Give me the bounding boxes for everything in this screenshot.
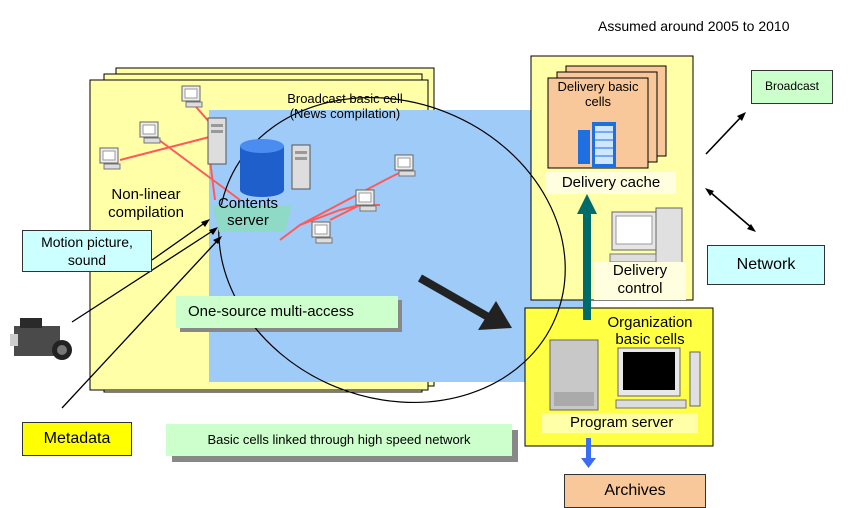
contents-server-label: Contents server: [206, 195, 290, 229]
computer-icon: [355, 189, 377, 212]
archive-arrow: [581, 438, 596, 468]
delivery-cells-line2: cells: [584, 94, 611, 109]
delivery-cache-label: Delivery cache: [546, 172, 676, 194]
one-source-ellipse: [218, 96, 566, 404]
broadcast-output-box: Broadcast: [751, 70, 833, 104]
one-source-label: One-source multi-access: [176, 296, 398, 328]
computer-icon: [181, 85, 203, 108]
motion-line1: Motion picture,: [41, 234, 133, 250]
delivery-cells-line1: Delivery basic: [557, 79, 639, 94]
nonlinear-line2: compilation: [108, 204, 184, 221]
organization-line2: basic cells: [615, 331, 685, 348]
organization-line1: Organization: [607, 314, 693, 331]
computer-icon: [311, 221, 333, 244]
broadcast-cell-title-line2: (News compilation): [289, 106, 401, 121]
delivery-control-line2: control: [617, 280, 663, 297]
external-arrows: [705, 112, 756, 232]
network-output-box: Network: [707, 245, 825, 285]
high-speed-network-label: Basic cells linked through high speed ne…: [166, 424, 512, 456]
input-arrows: [61, 219, 222, 409]
delivery-control-line1: Delivery: [612, 262, 668, 279]
contents-line1: Contents: [217, 195, 279, 212]
delivery-cells-label: Delivery basic cells: [552, 79, 644, 109]
computer-icon: [139, 121, 161, 144]
assumption-note: Assumed around 2005 to 2010: [598, 18, 790, 34]
database-cylinder-icon: [212, 139, 292, 232]
server-tower-icon: [207, 117, 227, 165]
video-camera-icon: [10, 318, 72, 360]
nonlinear-line1: Non-linear: [111, 186, 181, 203]
delivery-upload-arrow: [577, 194, 597, 320]
access-arrow: [418, 274, 512, 330]
contents-line2: server: [227, 212, 269, 229]
server-tower-icon: [291, 144, 311, 190]
server-rack-icon: [578, 122, 616, 168]
archives-box: Archives: [564, 474, 706, 508]
program-server-label: Program server: [542, 413, 698, 433]
computer-icon: [394, 154, 416, 177]
broadcast-cell-title-line1: Broadcast basic cell: [287, 91, 403, 106]
broadcast-cell-title: Broadcast basic cell (News compilation): [255, 91, 435, 121]
motion-line2: sound: [67, 252, 107, 268]
nonlinear-compilation-label: Non-linear compilation: [96, 186, 196, 222]
motion-picture-input-box: Motion picture, sound: [22, 230, 152, 272]
organization-cells-label: Organization basic cells: [590, 314, 710, 348]
metadata-input-box: Metadata: [22, 422, 132, 456]
program-server-icon: [549, 339, 701, 411]
delivery-control-label: Delivery control: [594, 262, 686, 300]
computer-icon: [99, 147, 121, 170]
